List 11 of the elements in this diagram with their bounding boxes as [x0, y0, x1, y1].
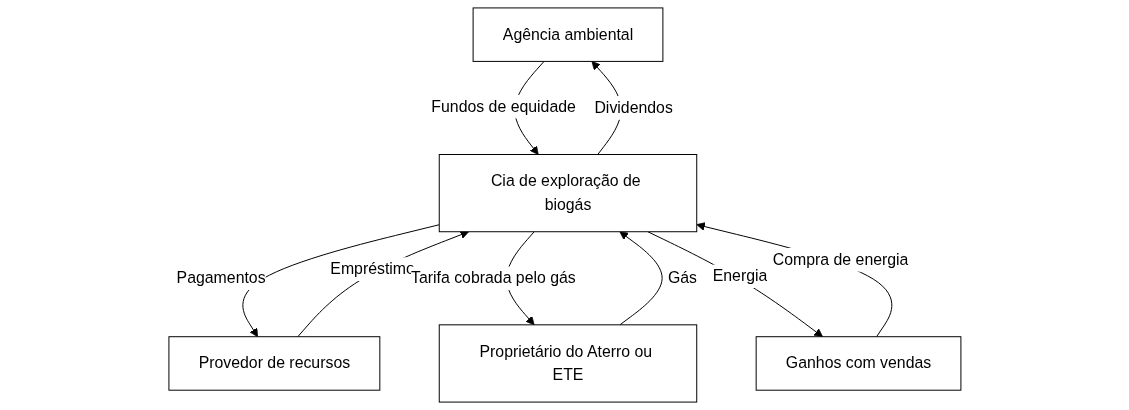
edge-label: Gás [667, 269, 697, 287]
edge-label: Energia [712, 267, 767, 285]
node-box: Provedor de recursos [168, 336, 380, 391]
node-box: Cia de exploração de biogás [438, 154, 697, 233]
edge-label: Dividendos [594, 99, 673, 116]
node-box: Ganhos com vendas [755, 336, 961, 391]
node-box: Proprietário do Aterro ou ETE [438, 324, 697, 403]
edge-label: Pagamentos [176, 269, 266, 287]
edge-label: Compra de energia [772, 250, 908, 268]
edge-label: Fundos de equidade [430, 97, 576, 115]
node-box: Agência ambiental [472, 7, 663, 62]
